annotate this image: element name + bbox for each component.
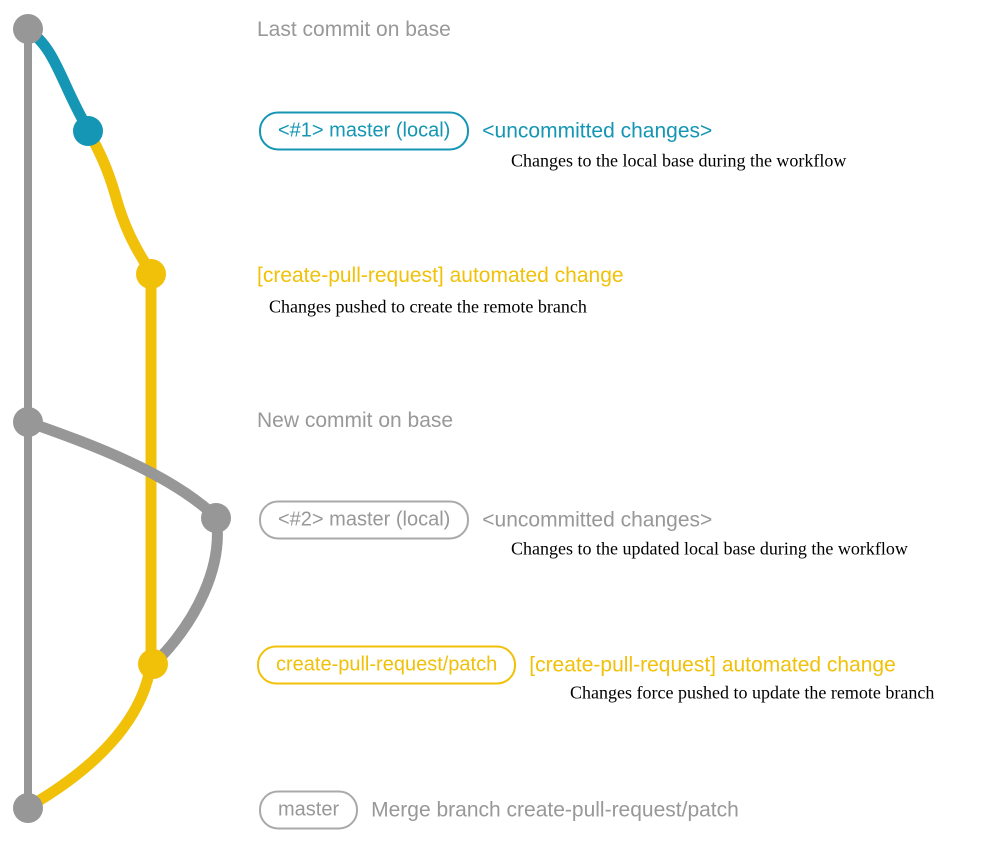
uncommitted-changes-note: <uncommitted changes> bbox=[482, 508, 713, 531]
annotation-master-local-2: <#2> master (local) <uncommitted changes… bbox=[259, 500, 713, 540]
annotation-last-commit-on-base: Last commit on base bbox=[257, 18, 451, 42]
commit-dot-merge bbox=[13, 793, 43, 823]
local-changes-branch-line bbox=[22, 24, 94, 135]
annotation-automated-change-2: create-pull-request/patch [create-pull-r… bbox=[257, 645, 896, 685]
commit-dot-new-base bbox=[13, 407, 43, 437]
branch-badge-patch: create-pull-request/patch bbox=[257, 645, 517, 685]
commit-dot-local-1 bbox=[73, 116, 103, 146]
branch-badge-master-local-1: <#1> master (local) bbox=[259, 111, 470, 151]
description-changes-pushed: Changes pushed to create the remote bran… bbox=[269, 296, 587, 317]
commit-message: Last commit on base bbox=[257, 18, 451, 41]
commit-dot-patch-2 bbox=[138, 649, 168, 679]
description-local-base-changes: Changes to the local base during the wor… bbox=[511, 150, 847, 171]
branch-badge-master-local-2: <#2> master (local) bbox=[259, 500, 470, 540]
commit-message: New commit on base bbox=[257, 409, 454, 432]
commit-dot-last-base bbox=[13, 14, 43, 44]
annotation-merge: master Merge branch create-pull-request/… bbox=[259, 790, 739, 830]
commit-message: [create-pull-request] automated change bbox=[257, 264, 624, 287]
updated-local-branch-line bbox=[22, 416, 223, 669]
commit-dot-local-2 bbox=[201, 503, 231, 533]
uncommitted-changes-note: <uncommitted changes> bbox=[482, 119, 713, 142]
annotation-automated-change-1: [create-pull-request] automated change bbox=[257, 264, 624, 288]
description-force-pushed: Changes force pushed to update the remot… bbox=[570, 682, 935, 703]
annotation-master-local-1: <#1> master (local) <uncommitted changes… bbox=[259, 111, 713, 151]
commit-message: Merge branch create-pull-request/patch bbox=[371, 798, 739, 821]
commit-message: [create-pull-request] automated change bbox=[529, 653, 896, 676]
branch-badge-master: master bbox=[259, 790, 359, 830]
annotation-new-commit-on-base: New commit on base bbox=[257, 409, 453, 433]
commit-dot-patch-1 bbox=[136, 259, 166, 289]
description-updated-local-base-changes: Changes to the updated local base during… bbox=[511, 538, 908, 559]
